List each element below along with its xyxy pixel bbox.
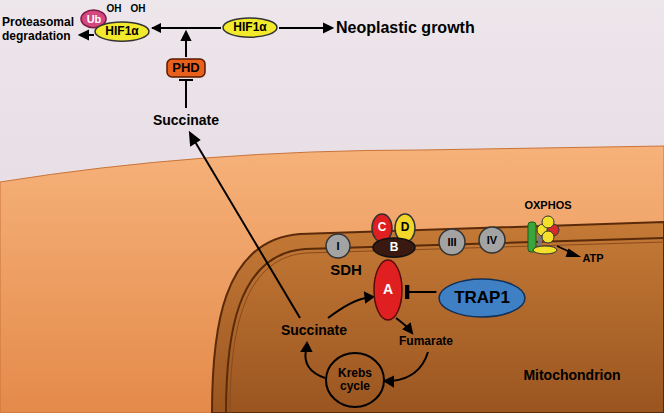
arrow-head — [324, 24, 332, 32]
arrow-connector — [152, 27, 221, 29]
group-label: OH — [107, 3, 122, 15]
molecule-label: ATP — [582, 252, 603, 265]
complex-circle: IV — [478, 226, 506, 254]
mitochondrion-outer-membrane — [212, 222, 664, 413]
subunit-ellipse: B — [372, 237, 416, 258]
arrow-head — [567, 250, 578, 256]
arrow-head — [385, 377, 393, 386]
node-text: A — [383, 282, 393, 297]
arrow-line — [392, 352, 428, 381]
enzyme-box: PHD — [166, 58, 206, 78]
complex-label: SDH — [330, 261, 362, 278]
arrow-head — [365, 293, 373, 302]
node-text: HIF1α — [105, 25, 138, 38]
node-text: HIF1α — [233, 21, 266, 34]
complex-circle: III — [438, 228, 466, 256]
arrow-line — [305, 350, 325, 378]
outcome-label: Neoplastic growth — [336, 19, 475, 37]
arrow-head — [190, 133, 199, 145]
group-label: OH — [131, 3, 146, 15]
metabolite-label: Succinate — [281, 322, 347, 338]
node-text: TRAP1 — [454, 289, 510, 308]
arrow-line — [328, 298, 366, 318]
inner-membrane — [226, 238, 664, 413]
process-label: Proteasomal degradation — [2, 16, 78, 44]
protein-ellipse: HIF1α — [222, 17, 278, 38]
cycle-circle: Krebs cycle — [325, 352, 385, 408]
node-text: B — [390, 241, 399, 254]
node-text: Krebs cycle — [335, 367, 375, 393]
node-text: IV — [487, 234, 497, 246]
arrow-head — [404, 324, 412, 333]
metabolite-label: Fumarate — [399, 335, 453, 349]
arrow-head — [182, 32, 190, 40]
node-text: Ub — [87, 13, 102, 25]
inner-membrane — [230, 242, 664, 413]
cytoplasm — [0, 146, 664, 413]
atp-synthase — [528, 216, 559, 254]
node-text: D — [401, 221, 410, 234]
node-text: III — [447, 236, 456, 248]
arrow-line — [279, 27, 326, 29]
arrow-head — [302, 343, 311, 351]
inhibition-bar — [179, 80, 193, 108]
arrow-head — [80, 31, 88, 39]
complex-label: OXPHOS — [524, 199, 571, 212]
compartment-label: Mitochondrion — [523, 367, 620, 383]
node-text: PHD — [172, 61, 199, 75]
subunit-ellipse: A — [373, 259, 403, 321]
pathway-arrows — [80, 24, 578, 386]
protein-ellipse: TRAP1 — [438, 278, 526, 318]
complex-circle: I — [325, 233, 351, 259]
arrow-line — [194, 140, 300, 318]
metabolite-label: Succinate — [153, 112, 219, 128]
protein-ellipse: HIF1α — [94, 21, 150, 42]
node-text: C — [378, 221, 387, 234]
inhibition-connector — [407, 291, 436, 293]
node-text: I — [336, 240, 339, 252]
